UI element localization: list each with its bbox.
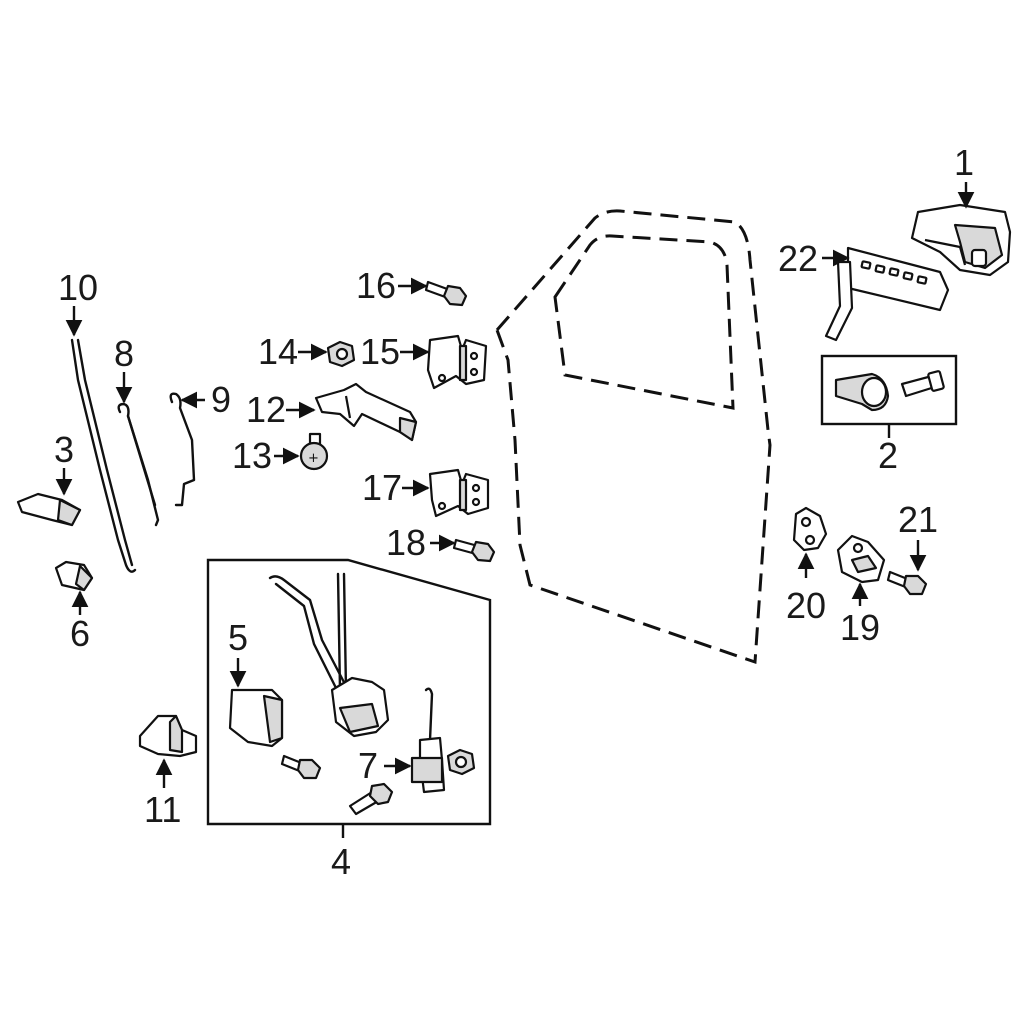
label-17-text: 17 (362, 467, 402, 508)
part-11-bracket (138, 714, 198, 758)
part-17-lower-hinge (428, 468, 490, 518)
part-14-nut (326, 340, 356, 368)
part-3-clip (16, 492, 82, 527)
label-7-text: 7 (358, 745, 378, 786)
label-20: 20 (786, 552, 826, 626)
label-2-text: 2 (878, 435, 898, 476)
part-9-rod (169, 392, 196, 507)
label-15-text: 15 (360, 331, 400, 372)
part-8-rod (117, 402, 160, 527)
part-10-rod (70, 338, 137, 573)
label-15: 15 (360, 331, 430, 372)
label-6-text: 6 (70, 613, 90, 654)
part-22-handle-reinforcement (824, 246, 950, 342)
part-4-latch-assembly-box (206, 558, 492, 826)
label-4-text: 4 (331, 841, 351, 882)
part-13-screw: + (299, 432, 329, 471)
label-21: 21 (898, 499, 938, 572)
part-15-upper-hinge (426, 334, 488, 390)
part-6-clip (54, 560, 94, 592)
part-18-bolt (452, 538, 496, 563)
label-21-text: 21 (898, 499, 938, 540)
part-2-lock-cylinder-kit (820, 354, 958, 426)
label-3: 3 (54, 429, 74, 496)
label-8: 8 (114, 333, 134, 404)
label-5-text: 5 (228, 617, 248, 658)
label-11-text: 11 (144, 789, 181, 830)
label-7: 7 (358, 745, 412, 786)
part-1-exterior-handle (910, 203, 1012, 277)
label-13: 13 (232, 435, 300, 476)
label-20-text: 20 (786, 585, 826, 626)
label-22-text: 22 (778, 238, 818, 279)
label-22: 22 (778, 238, 850, 279)
label-19-text: 19 (840, 607, 880, 648)
label-10: 10 (58, 267, 98, 337)
label-11: 11 (144, 758, 181, 830)
label-18-text: 18 (386, 522, 426, 563)
label-8-text: 8 (114, 333, 134, 374)
label-12-text: 12 (246, 389, 286, 430)
label-9: 9 (180, 379, 231, 420)
label-3-text: 3 (54, 429, 74, 470)
label-14-text: 14 (258, 331, 298, 372)
label-18: 18 (386, 522, 456, 563)
label-5: 5 (228, 617, 248, 688)
label-6: 6 (70, 590, 90, 654)
label-12: 12 (246, 389, 316, 430)
part-16-bolt (424, 280, 468, 307)
part-19-striker-plate (836, 534, 886, 584)
label-16: 16 (356, 265, 428, 306)
part-21-bolt (886, 570, 928, 596)
label-16-text: 16 (356, 265, 396, 306)
part-12-door-check (314, 382, 418, 442)
part-20-striker (792, 506, 828, 552)
label-17: 17 (362, 467, 430, 508)
label-2: 2 (878, 424, 898, 476)
label-1-text: 1 (954, 142, 974, 183)
label-13-text: 13 (232, 435, 272, 476)
svg-text:+: + (308, 451, 319, 466)
door-outline (495, 209, 772, 665)
label-14: 14 (258, 331, 328, 372)
label-1: 1 (954, 142, 975, 209)
label-9-text: 9 (211, 379, 231, 420)
label-19: 19 (840, 582, 880, 648)
label-4: 4 (331, 824, 351, 882)
label-10-text: 10 (58, 267, 98, 308)
